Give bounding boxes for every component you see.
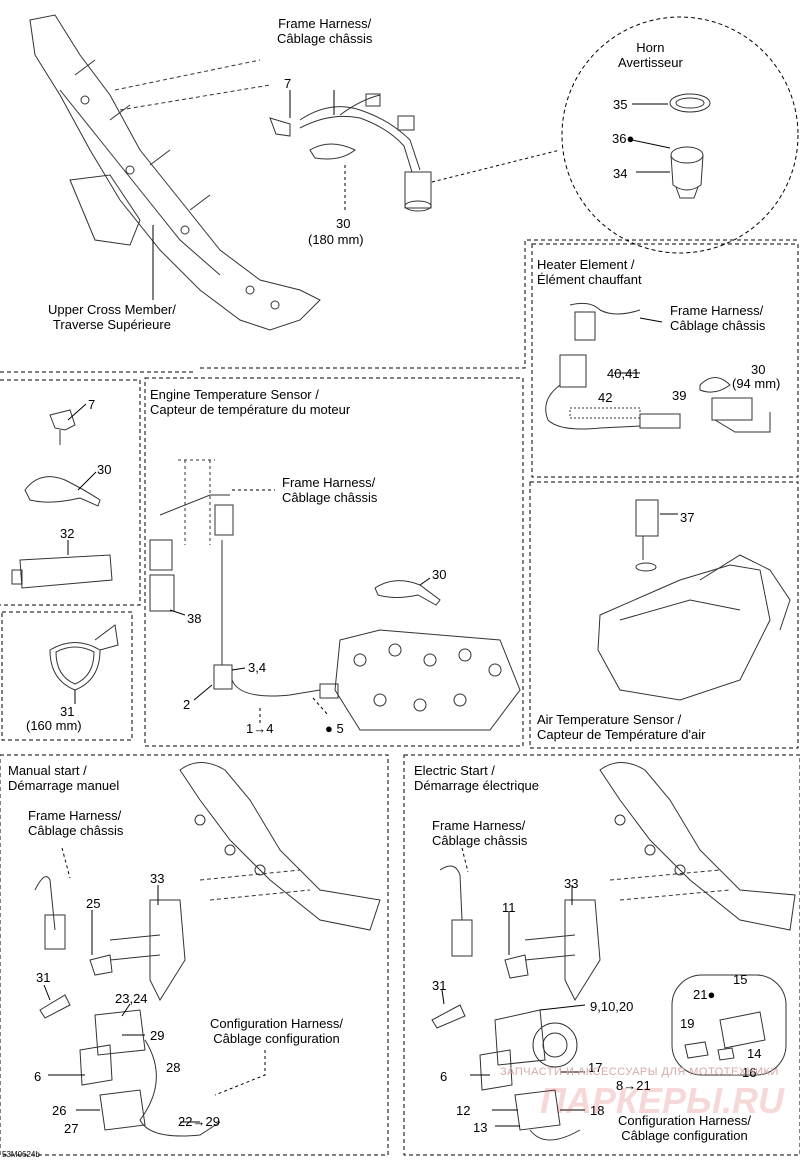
- frame-harness-manual-label: Frame Harness/ Câblage châssis: [28, 808, 124, 838]
- reference-code: 53M0624b: [2, 1150, 40, 1159]
- frame-harness-heater-label: Frame Harness/ Câblage châssis: [670, 303, 766, 333]
- callout-17: 17: [588, 1060, 603, 1075]
- frame-harness-top-label: Frame Harness/ Câblage châssis: [277, 16, 373, 46]
- callout-34: 34: [613, 166, 628, 181]
- callout-30-heater: 30: [751, 362, 766, 377]
- callout-30-engine: 30: [432, 567, 447, 582]
- callout-7-top: 7: [284, 76, 292, 91]
- horn-leader: [431, 149, 561, 183]
- engine-temp-sensor-drawing: [149, 459, 521, 731]
- tie-180-label: (180 mm): [308, 232, 364, 247]
- air-temp-sensor-label: Air Temperature Sensor / Capteur de Temp…: [537, 712, 706, 742]
- callout-40-41: 40,41: [607, 366, 640, 381]
- drop-icon: ●: [707, 987, 716, 1002]
- callout-8-21: 8→21: [616, 1078, 651, 1093]
- callout-32: 32: [60, 526, 75, 541]
- callout-13: 13: [473, 1120, 488, 1135]
- frame-harness-electric-label: Frame Harness/ Câblage châssis: [432, 818, 528, 848]
- config-harness-electric-label: Configuration Harness/ Câblage configura…: [618, 1113, 751, 1143]
- heater-element-label: Heater Element / Élément chauffant: [537, 257, 642, 287]
- callout-19: 19: [680, 1016, 695, 1031]
- callout-25: 25: [86, 896, 101, 911]
- horn-detail-circle: [561, 16, 799, 254]
- callout-36-text: 36: [612, 131, 627, 146]
- electric-start-drawing: [431, 762, 796, 1141]
- callout-21-text: 21: [693, 987, 708, 1002]
- horn-parts-drawing: [669, 93, 711, 199]
- callout-30-top: 30: [336, 216, 351, 231]
- callout-30-left: 30: [97, 462, 112, 477]
- manual-start-label: Manual start / Démarrage manuel: [8, 763, 120, 793]
- watermark-logo: ПАРКЕРЫ.RU: [540, 1080, 785, 1121]
- air-temp-sensor-drawing: [597, 499, 791, 701]
- callout-37: 37: [680, 510, 695, 525]
- watermark-text: ЗАПЧАСТИ И АКСЕССУАРЫ ДЛЯ МОТОТЕХНИКИ: [500, 1066, 779, 1078]
- callout-5: ● 5: [325, 721, 344, 736]
- callout-36: 36●: [612, 131, 634, 146]
- callout-29: 29: [150, 1028, 165, 1043]
- upper-cross-member-label: Upper Cross Member/ Traverse Supérieure: [48, 302, 176, 332]
- callout-39: 39: [672, 388, 687, 403]
- clamp-160-label: (160 mm): [26, 718, 82, 733]
- drop-icon: ●: [626, 131, 635, 146]
- callout-2: 2: [183, 697, 191, 712]
- upper-cross-member-drawing: [29, 14, 321, 331]
- left-parts-drawing: [11, 409, 119, 691]
- callout-6-electric: 6: [440, 1069, 448, 1084]
- top-harness-drawing: [269, 93, 432, 212]
- horn-label: Horn Avertisseur: [618, 40, 683, 70]
- callout-6-manual: 6: [34, 1069, 42, 1084]
- callout-12: 12: [456, 1103, 471, 1118]
- callout-21: 21●: [693, 987, 715, 1002]
- callout-14: 14: [747, 1046, 762, 1061]
- callout-23-24: 23,24: [115, 991, 148, 1006]
- callout-35: 35: [613, 97, 628, 112]
- callout-5-text: 5: [336, 721, 344, 736]
- config-harness-manual-label: Configuration Harness/ Câblage configura…: [210, 1016, 343, 1046]
- callout-11: 11: [502, 900, 516, 915]
- frame-harness-engine-label: Frame Harness/ Câblage châssis: [282, 475, 378, 505]
- callout-16: 16: [742, 1065, 757, 1080]
- heater-element-drawing: [545, 302, 771, 433]
- drop-icon: ●: [325, 721, 333, 736]
- callout-38: 38: [187, 611, 202, 626]
- callout-26: 26: [52, 1103, 67, 1118]
- callout-22-29: 22→29: [178, 1114, 220, 1129]
- callout-31-electric: 31: [432, 978, 447, 993]
- electric-start-label: Electric Start / Démarrage électrique: [414, 763, 540, 793]
- callout-33-electric: 33: [564, 876, 579, 891]
- engine-temp-sensor-label: Engine Temperature Sensor / Capteur de t…: [150, 387, 351, 417]
- section-borders: [0, 239, 800, 1156]
- callout-27: 27: [64, 1121, 79, 1136]
- manual-start-drawing: [34, 762, 381, 1137]
- callout-31-manual: 31: [36, 970, 51, 985]
- callout-18: 18: [590, 1103, 605, 1118]
- callout-31-left: 31: [60, 704, 75, 719]
- callout-9-10-20: 9,10,20: [590, 999, 634, 1014]
- tie-94-label: (94 mm): [732, 376, 781, 391]
- callout-1-4: 1→4: [246, 721, 274, 736]
- callout-28: 28: [166, 1060, 181, 1075]
- callout-7-left: 7: [88, 397, 96, 412]
- callout-3-4: 3,4: [248, 660, 267, 675]
- callout-33-manual: 33: [150, 871, 165, 886]
- callout-42: 42: [598, 390, 613, 405]
- callout-15: 15: [733, 972, 748, 987]
